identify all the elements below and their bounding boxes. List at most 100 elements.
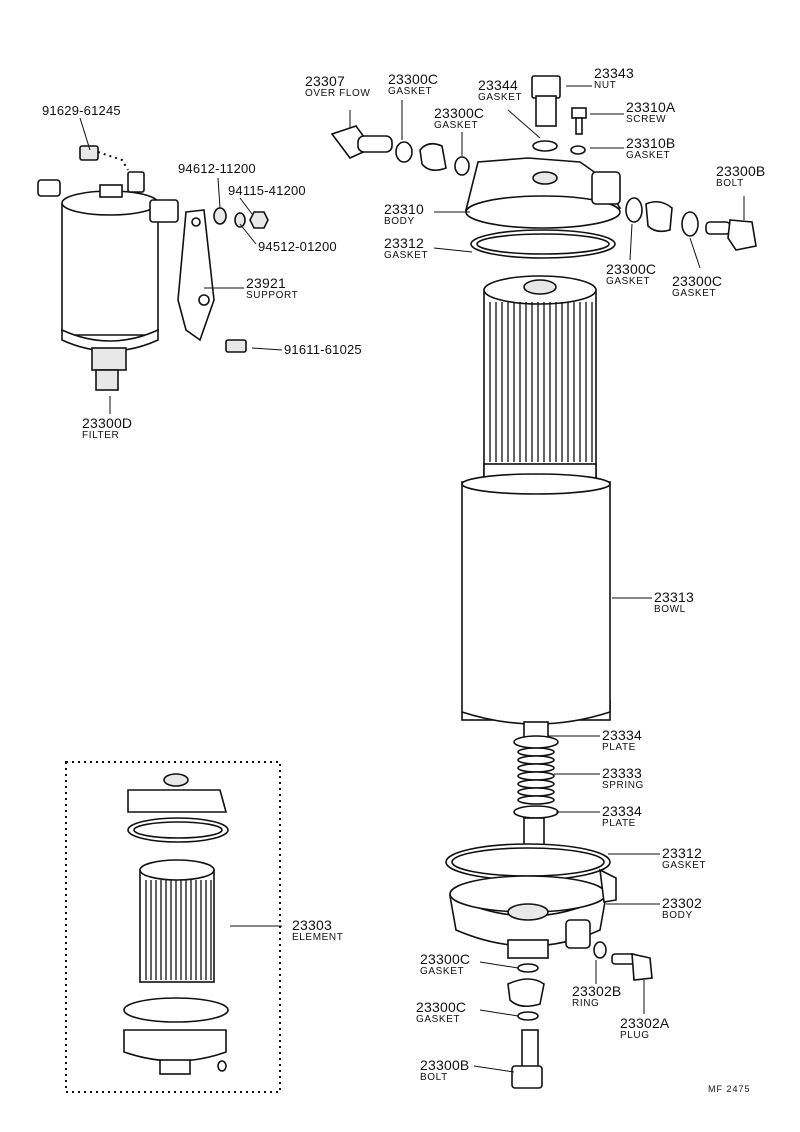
part-number: 23307 — [305, 73, 345, 89]
part-number: 23300C — [434, 105, 485, 121]
part-name: GASKET — [434, 120, 479, 131]
callout-23313[interactable]: 23313 BOWL — [654, 590, 694, 615]
part-number: 23300C — [388, 71, 439, 87]
part-number: 23300C — [420, 951, 471, 967]
assembled-filter-drawing — [37, 145, 179, 391]
part-number: 23300D — [82, 415, 133, 431]
part-number: 23343 — [594, 65, 634, 81]
callout-23300b-top[interactable]: 23300B BOLT — [716, 164, 765, 189]
callout-23310b[interactable]: 23310B GASKET — [626, 136, 675, 161]
callout-23302[interactable]: 23302 BODY — [662, 896, 702, 921]
part-number: 23334 — [602, 727, 642, 743]
bowl-drawing — [461, 473, 611, 725]
callout-23300d[interactable]: 23300D FILTER — [82, 416, 132, 441]
part-number: 23312 — [384, 235, 424, 251]
part-number: 23300B — [716, 163, 766, 179]
callout-23312-top[interactable]: 23312 GASKET — [384, 236, 428, 261]
part-number: 23300C — [416, 999, 467, 1015]
upper-body-drawing — [464, 157, 622, 259]
part-name: SCREW — [626, 114, 667, 125]
part-name: GASKET — [626, 150, 671, 161]
callout-23300c-right-2[interactable]: 23300C GASKET — [672, 274, 722, 299]
part-number: 23310 — [384, 201, 424, 217]
callout-23300c-bottom-2[interactable]: 23300C GASKET — [416, 1000, 466, 1025]
callout-23333[interactable]: 23333 SPRING — [602, 766, 644, 791]
part-number: 23333 — [602, 765, 642, 781]
lower-body-drawing — [445, 843, 617, 959]
callout-23343[interactable]: 23343 NUT — [594, 66, 634, 91]
filter-cartridge-drawing — [483, 275, 597, 483]
part-name: PLATE — [602, 818, 636, 829]
callout-23312-bottom[interactable]: 23312 GASKET — [662, 846, 706, 871]
part-name: BOWL — [654, 604, 686, 615]
part-number: 23302 — [662, 895, 702, 911]
part-name: GASKET — [662, 860, 707, 871]
callout-23921[interactable]: 23921 SUPPORT — [246, 276, 298, 301]
part-number: 23302B — [572, 983, 622, 999]
part-number: 23300B — [420, 1057, 470, 1073]
callout-23310[interactable]: 23310 BODY — [384, 202, 424, 227]
part-number: 23312 — [662, 845, 702, 861]
overflow-fitting-drawing — [330, 125, 470, 176]
part-name: SUPPORT — [246, 290, 299, 301]
callout-23334-top[interactable]: 23334 PLATE — [602, 728, 642, 753]
leader-lines — [79, 85, 745, 1073]
part-number: 94512-01200 — [258, 239, 337, 254]
part-name: BOLT — [420, 1072, 448, 1083]
part-name: GASKET — [420, 966, 465, 977]
part-number: 23310A — [626, 99, 676, 115]
callout-91629-61245[interactable]: 91629-61245 — [42, 104, 121, 117]
callout-23300c-mid[interactable]: 23300C GASKET — [434, 106, 484, 131]
center-bolt-spring-drawing — [513, 721, 559, 859]
part-number: 23302A — [620, 1015, 670, 1031]
part-name: GASKET — [384, 250, 429, 261]
element-inset-drawing — [65, 761, 281, 1093]
drawing-reference: MF 2475 — [708, 1084, 751, 1094]
callout-91611-61025[interactable]: 91611-61025 — [284, 343, 362, 356]
part-name: FILTER — [82, 430, 120, 441]
callout-23300b-bottom[interactable]: 23300B BOLT — [420, 1058, 469, 1083]
part-number: 23334 — [602, 803, 642, 819]
part-name: BODY — [662, 910, 693, 921]
part-name: BOLT — [716, 178, 744, 189]
part-name: PLATE — [602, 742, 636, 753]
callout-23300c-bottom-1[interactable]: 23300C GASKET — [420, 952, 470, 977]
part-name: GASKET — [606, 276, 651, 287]
part-name: GASKET — [478, 92, 523, 103]
part-name: GASKET — [416, 1014, 461, 1025]
callout-94512-01200[interactable]: 94512-01200 — [258, 240, 337, 253]
callout-23344[interactable]: 23344 GASKET — [478, 78, 522, 103]
callout-23334-bottom[interactable]: 23334 PLATE — [602, 804, 642, 829]
callout-23302b[interactable]: 23302B RING — [572, 984, 621, 1009]
part-number: 94115-41200 — [228, 183, 306, 198]
callout-23300c-top[interactable]: 23300C GASKET — [388, 72, 438, 97]
part-name: NUT — [594, 80, 617, 91]
part-number: 23303 — [292, 917, 332, 933]
part-number: 23300C — [672, 273, 723, 289]
lower-fittings-drawing — [507, 941, 653, 1089]
right-fittings-drawing — [625, 197, 757, 251]
callout-23303[interactable]: 23303 ELEMENT — [292, 918, 343, 943]
part-name: BODY — [384, 216, 415, 227]
callout-23302a[interactable]: 23302A PLUG — [620, 1016, 669, 1041]
part-number: 23921 — [246, 275, 286, 291]
callout-23300c-right-1[interactable]: 23300C GASKET — [606, 262, 656, 287]
part-name: RING — [572, 998, 600, 1009]
callout-94612-11200[interactable]: 94612-11200 — [178, 162, 256, 175]
callout-23310a[interactable]: 23310A SCREW — [626, 100, 675, 125]
part-number: 23313 — [654, 589, 694, 605]
support-bracket-drawing — [177, 207, 269, 353]
part-name: OVER FLOW — [305, 88, 371, 99]
part-number: 23300C — [606, 261, 657, 277]
part-name: PLUG — [620, 1030, 650, 1041]
part-name: ELEMENT — [292, 932, 344, 943]
part-name: SPRING — [602, 780, 644, 791]
part-name: GASKET — [388, 86, 433, 97]
callout-94115-41200[interactable]: 94115-41200 — [228, 184, 306, 197]
part-number: 94612-11200 — [178, 161, 256, 176]
part-number: 23344 — [478, 77, 518, 93]
part-number: 91611-61025 — [284, 342, 362, 357]
part-number: 91629-61245 — [42, 103, 121, 118]
callout-23307[interactable]: 23307 OVER FLOW — [305, 74, 370, 99]
part-name: GASKET — [672, 288, 717, 299]
